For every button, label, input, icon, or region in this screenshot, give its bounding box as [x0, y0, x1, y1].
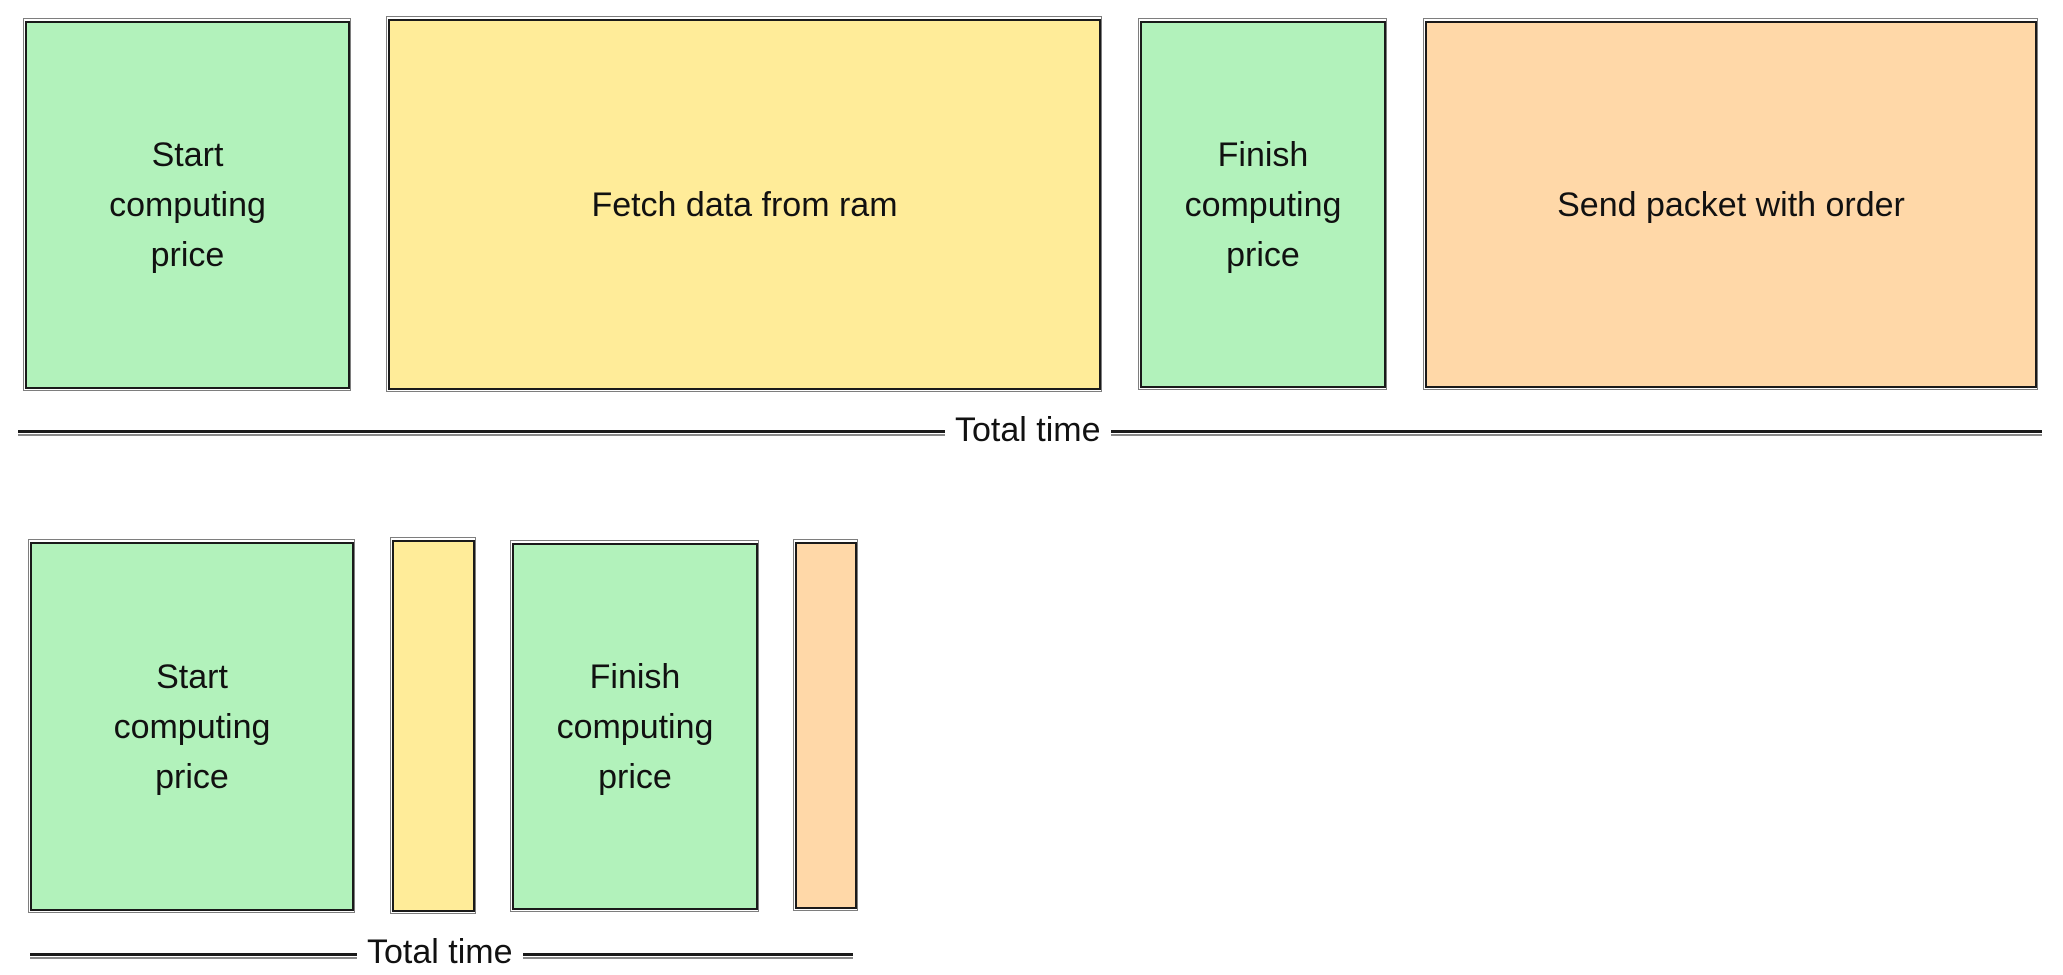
- row2-finish-computing-block: Finish computing price: [510, 540, 759, 912]
- row1-fetch-data-block: Fetch data from ram: [386, 16, 1102, 392]
- row1-send-packet-label: Send packet with order: [1557, 185, 1905, 224]
- row1-start-computing-label: Start computing price: [109, 136, 266, 274]
- row2-total-time-label: Total time: [357, 932, 523, 972]
- row2-fetch-data-block: [390, 537, 476, 914]
- row2-send-packet-block: [793, 539, 858, 911]
- row2-start-computing-label: Start computing price: [113, 657, 271, 796]
- row2-finish-computing-label: Finish computing price: [556, 657, 714, 796]
- row1-finish-computing-label: Finish computing price: [1184, 135, 1342, 274]
- row1-start-computing-block: Start computing price: [23, 18, 351, 391]
- row1-fetch-data-label: Fetch data from ram: [591, 185, 898, 224]
- row1-send-packet-block: Send packet with order: [1423, 18, 2038, 390]
- row1-total-time-label: Total time: [945, 410, 1111, 450]
- row2-start-computing-block: Start computing price: [28, 539, 355, 913]
- row1-finish-computing-block: Finish computing price: [1138, 18, 1387, 390]
